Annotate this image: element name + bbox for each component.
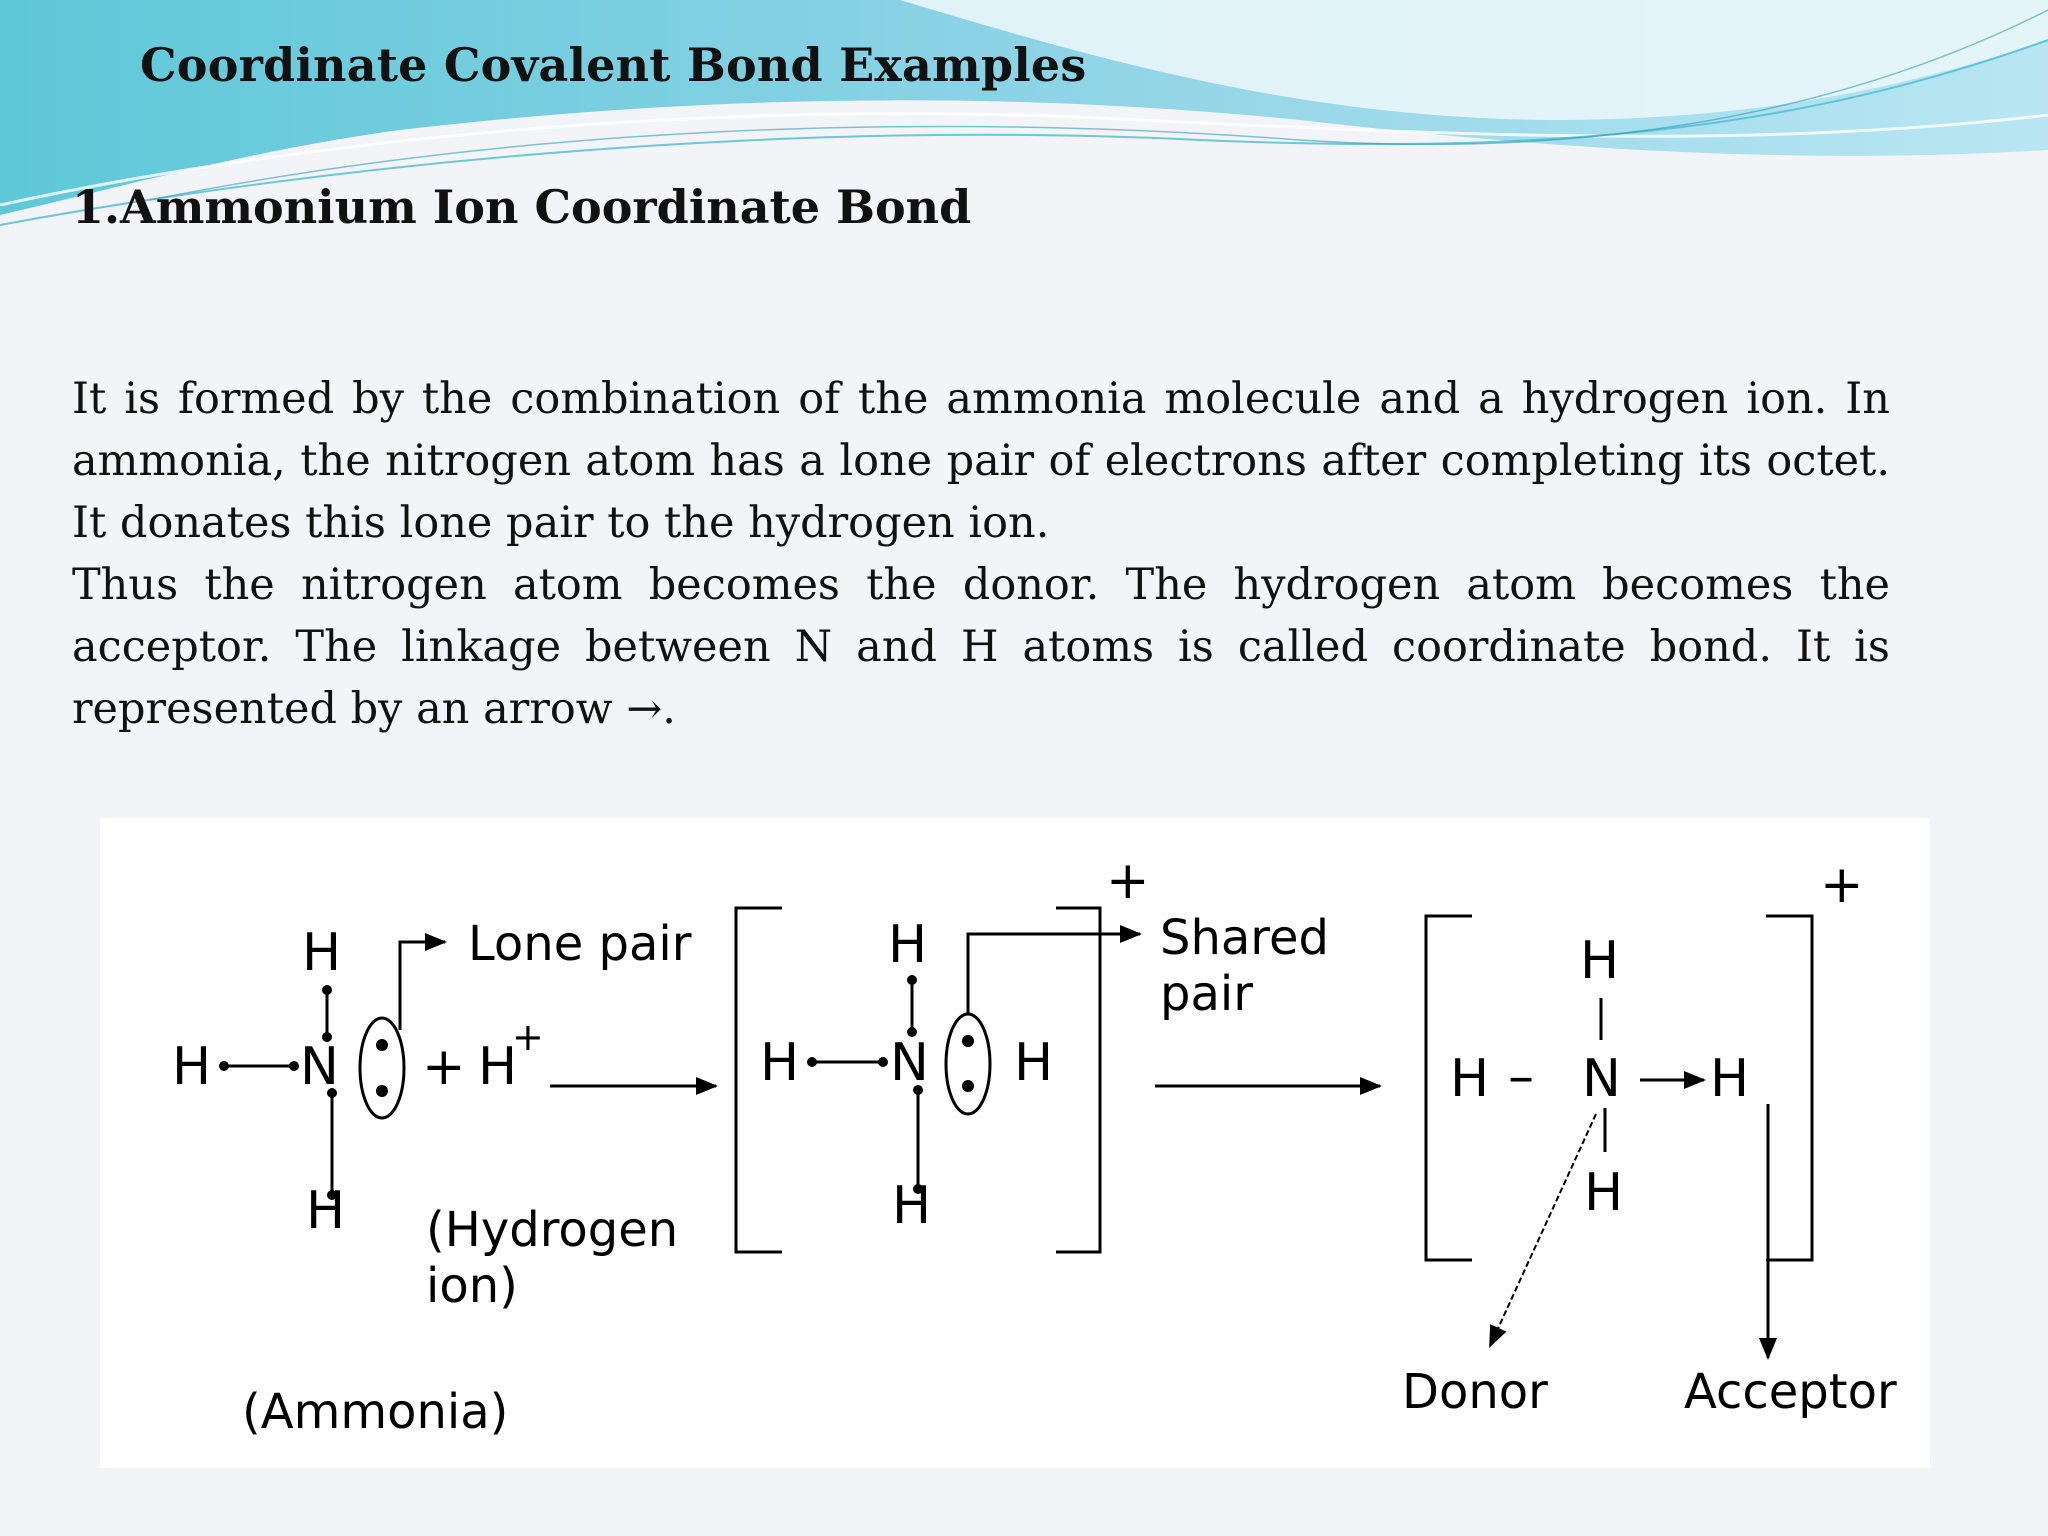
hydrogen-ion: + H + (Hydrogen ion) bbox=[422, 1015, 678, 1314]
complex-h-left: H bbox=[760, 1033, 799, 1093]
ammonia-molecule: H H N H Lone pair (Ammonia) bbox=[172, 916, 692, 1440]
lone-pair-label: Lone pair bbox=[468, 916, 692, 972]
ammonium-charge: + bbox=[1820, 855, 1864, 915]
acceptor-label: Acceptor bbox=[1684, 1364, 1897, 1420]
ammonia-h-bottom: H bbox=[306, 1181, 345, 1241]
ammonium-ion: + H H – N H H Donor Acceptor bbox=[1402, 855, 1897, 1420]
ammonium-bond-left: – bbox=[1508, 1047, 1534, 1107]
hydrogen-ion-h: H bbox=[478, 1037, 517, 1097]
hydrogen-ion-charge: + bbox=[512, 1015, 544, 1059]
section-heading: 1.Ammonium Ion Coordinate Bond bbox=[72, 180, 972, 234]
complex-charge: + bbox=[1106, 851, 1150, 911]
ammonium-h-right: H bbox=[1710, 1049, 1749, 1109]
complex-h-right: H bbox=[1014, 1033, 1053, 1093]
header-wave-decoration bbox=[0, 0, 2048, 226]
ammonia-label: (Ammonia) bbox=[242, 1384, 508, 1440]
paragraph-1: It is formed by the combination of the a… bbox=[72, 374, 1890, 548]
slide-title: Coordinate Covalent Bond Examples bbox=[140, 38, 1087, 92]
shared-pair-label-2: pair bbox=[1160, 966, 1253, 1022]
ammonium-h-top: H bbox=[1580, 931, 1619, 991]
ammonium-n: N bbox=[1582, 1049, 1621, 1109]
complex-h-bottom: H bbox=[892, 1176, 931, 1236]
complex-h-top: H bbox=[888, 915, 927, 975]
complex-n: N bbox=[890, 1033, 929, 1093]
ammonium-ion-diagram: H H N H Lone pair (Ammonia) + H bbox=[100, 818, 1930, 1468]
shared-pair-label-1: Shared bbox=[1160, 910, 1329, 966]
donor-label: Donor bbox=[1402, 1364, 1548, 1420]
ammonium-h-bottom: H bbox=[1584, 1163, 1623, 1223]
body-text: It is formed by the combination of the a… bbox=[72, 368, 1890, 740]
ammonia-h-left: H bbox=[172, 1037, 211, 1097]
paragraph-2: Thus the nitrogen atom becomes the donor… bbox=[72, 560, 1890, 734]
intermediate-complex: H H N H H + Shared pair bbox=[734, 851, 1329, 1254]
ammonia-n: N bbox=[300, 1037, 339, 1097]
ammonium-h-left: H bbox=[1450, 1049, 1489, 1109]
hydrogen-ion-label-1: (Hydrogen bbox=[426, 1202, 678, 1258]
plus-sign-1: + bbox=[422, 1037, 466, 1097]
hydrogen-ion-label-2: ion) bbox=[426, 1258, 518, 1314]
ammonia-h-top: H bbox=[302, 923, 341, 983]
